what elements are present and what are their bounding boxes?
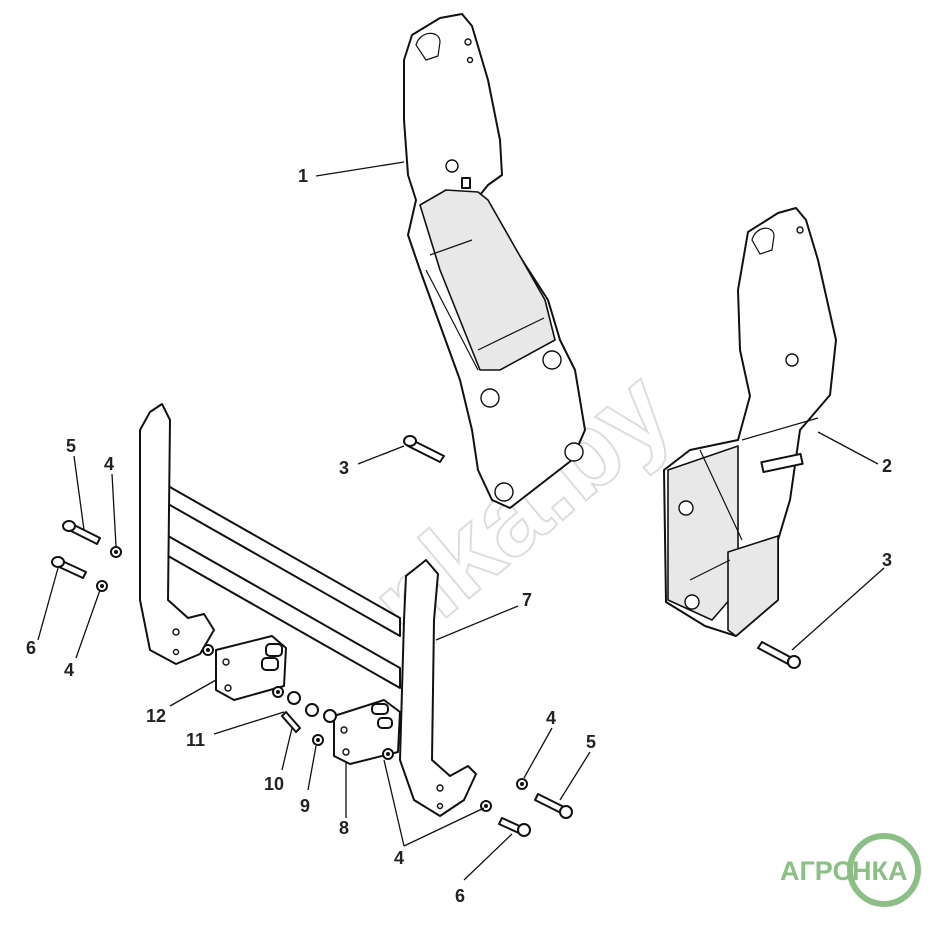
- callout-12: 12: [146, 706, 166, 726]
- callout-4: 4: [546, 708, 556, 728]
- part-12-mount-plate: [215, 635, 287, 701]
- nuts-9: [287, 691, 337, 723]
- logo-text-right: НКА: [852, 856, 907, 886]
- callout-2: 2: [882, 456, 892, 476]
- callout-4: 4: [394, 848, 404, 868]
- callout-6: 6: [455, 886, 465, 906]
- callout-5: 5: [586, 732, 596, 752]
- callout-5: 5: [66, 436, 76, 456]
- agronka-logo: АГРО НКА: [780, 833, 921, 907]
- part-7-frame: [139, 403, 477, 817]
- callout-11: 11: [186, 730, 205, 750]
- washers: [96, 546, 528, 812]
- part-1-left-bracket: [403, 13, 586, 509]
- callout-numbers: 1 2 3 3 5 4 6 4 7 12 11 10 9 8 4 5 4 6: [26, 166, 892, 906]
- bolt-5-left: [62, 520, 101, 545]
- bolt-6-right: [498, 817, 531, 837]
- callout-10: 10: [264, 774, 284, 794]
- callout-1: 1: [298, 166, 308, 186]
- pin-10: [281, 711, 301, 733]
- callout-3: 3: [882, 550, 892, 570]
- leader-lines: [37, 161, 885, 881]
- callout-3: 3: [339, 458, 349, 478]
- callout-8: 8: [339, 818, 349, 838]
- bolt-5-right: [534, 793, 573, 819]
- bolt-3-lower: [757, 641, 801, 669]
- callout-4: 4: [104, 454, 114, 474]
- callout-7: 7: [522, 590, 532, 610]
- callout-6: 6: [26, 638, 36, 658]
- bolt-6-left: [51, 556, 87, 579]
- logo-text-left: АГРО: [780, 856, 853, 886]
- part-2-right-bracket: [663, 207, 837, 637]
- callout-9: 9: [300, 796, 310, 816]
- logo-circle: [847, 833, 921, 907]
- part-8-mount-plate: [333, 699, 401, 765]
- callout-4: 4: [64, 660, 74, 680]
- bolt-3-upper: [403, 435, 445, 463]
